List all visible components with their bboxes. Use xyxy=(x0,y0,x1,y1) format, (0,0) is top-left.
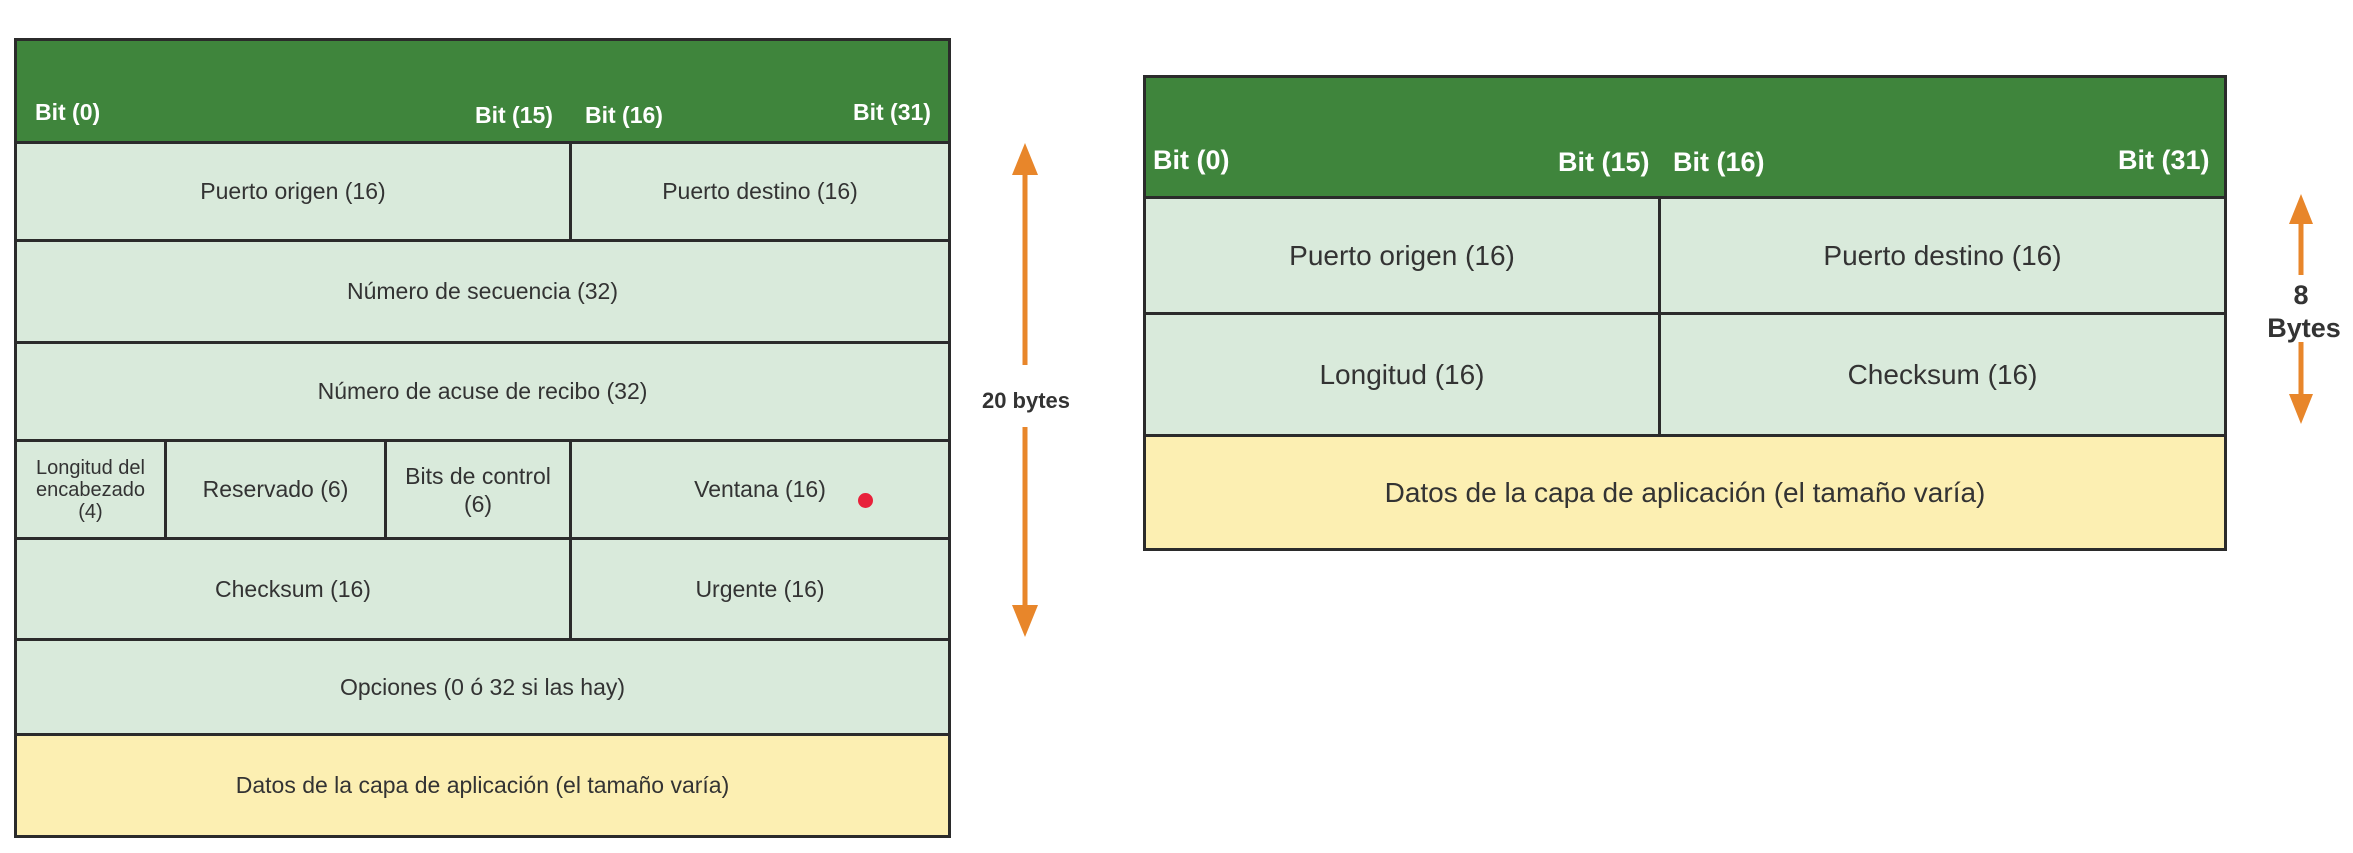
tcp-datos-aplicacion: Datos de la capa de aplicación (el tamañ… xyxy=(17,736,948,835)
tcp-numero-secuencia: Número de secuencia (32) xyxy=(17,242,948,344)
udp-bit-31: Bit (31) xyxy=(2118,145,2210,175)
udp-puerto-destino: Puerto destino (16) xyxy=(1661,199,2224,315)
tcp-bit-15: Bit (15) xyxy=(475,102,553,128)
tcp-urgente: Urgente (16) xyxy=(572,540,948,641)
udp-bit-16: Bit (16) xyxy=(1673,147,1765,177)
tcp-opciones: Opciones (0 ó 32 si las hay) xyxy=(17,641,948,736)
udp-bit-0: Bit (0) xyxy=(1153,145,1230,175)
udp-longitud: Longitud (16) xyxy=(1146,315,1661,437)
tcp-longitud-encabezado: Longitud del encabezado (4) xyxy=(17,442,167,540)
tcp-puerto-origen: Puerto origen (16) xyxy=(17,144,572,242)
tcp-bits-control: Bits de control (6) xyxy=(387,442,572,540)
pointer-dot xyxy=(858,493,873,508)
tcp-ventana: Ventana (16) xyxy=(572,442,948,540)
arrow-up-head xyxy=(1012,143,1038,175)
tcp-bit-header: Bit (0) Bit (15) Bit (16) Bit (31) xyxy=(17,41,948,144)
tcp-size-arrow xyxy=(1012,143,1038,637)
udp-size-unit: Bytes xyxy=(2267,313,2341,343)
tcp-header-diagram: Bit (0) Bit (15) Bit (16) Bit (31) Puert… xyxy=(14,38,951,838)
arrow-down-head xyxy=(1012,605,1038,637)
udp-bit-15: Bit (15) xyxy=(1558,147,1650,177)
tcp-puerto-destino: Puerto destino (16) xyxy=(572,144,948,242)
udp-bit-header: Bit (0) Bit (15) Bit (16) Bit (31) xyxy=(1146,78,2224,199)
udp-size-number: 8 xyxy=(2293,280,2309,310)
arrow-up-head xyxy=(2289,194,2313,224)
tcp-numero-acuse: Número de acuse de recibo (32) xyxy=(17,344,948,442)
udp-header-diagram: Bit (0) Bit (15) Bit (16) Bit (31) Puert… xyxy=(1143,75,2227,551)
tcp-size-label: 20 bytes xyxy=(981,388,1071,413)
tcp-checksum: Checksum (16) xyxy=(17,540,572,641)
udp-datos-aplicacion: Datos de la capa de aplicación (el tamañ… xyxy=(1146,437,2224,548)
tcp-bit-0: Bit (0) xyxy=(35,99,101,125)
arrow-down-head xyxy=(2289,394,2313,424)
tcp-ventana-label: Ventana (16) xyxy=(694,476,826,502)
tcp-bit-16: Bit (16) xyxy=(585,102,663,128)
tcp-bit-31: Bit (31) xyxy=(853,99,931,125)
tcp-reservado: Reservado (6) xyxy=(167,442,387,540)
udp-checksum: Checksum (16) xyxy=(1661,315,2224,437)
udp-puerto-origen: Puerto origen (16) xyxy=(1146,199,1661,315)
udp-size-arrow xyxy=(2289,194,2313,424)
